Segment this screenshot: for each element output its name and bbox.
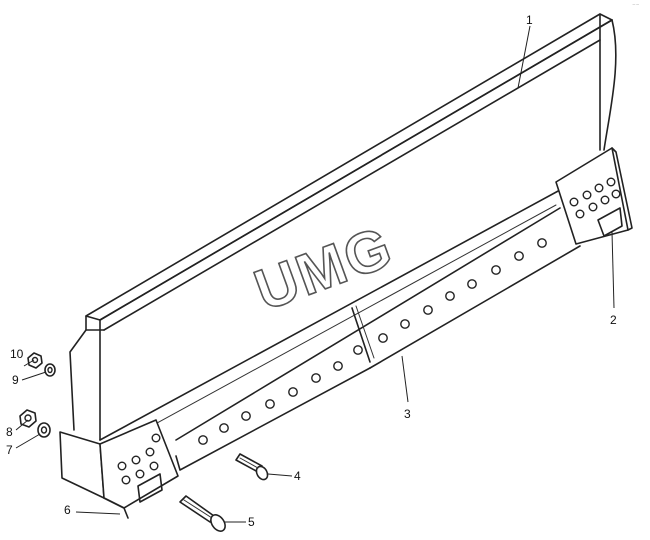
nut-10	[27, 352, 43, 369]
washer-7	[37, 422, 51, 438]
left-end-bit	[59, 419, 179, 519]
callout-9: 9	[12, 373, 19, 387]
callout-7: 7	[6, 443, 13, 457]
callout-1: 1	[526, 13, 533, 27]
cutting-edge-holes	[198, 238, 547, 445]
callout-8: 8	[6, 425, 13, 439]
callout-3: 3	[404, 407, 411, 421]
washer-9	[44, 363, 56, 377]
bolt-short	[235, 453, 269, 481]
watermark: UMG	[246, 213, 403, 324]
moldboard-blade	[69, 13, 617, 453]
corner-mark: ⁻⁻	[632, 3, 640, 10]
bolt-long	[179, 495, 226, 532]
cutting-edge	[175, 207, 581, 471]
watermark-text: UMG	[246, 214, 401, 323]
callout-6: 6	[64, 503, 71, 517]
callout-5: 5	[248, 515, 255, 529]
leader-lines	[15, 25, 615, 523]
callout-4: 4	[294, 469, 301, 483]
right-end-bit	[555, 147, 633, 245]
callout-2: 2	[610, 313, 617, 327]
callout-labels: 1 2 3 4 5 6 7 8 9 10	[6, 13, 617, 529]
callout-10: 10	[10, 347, 24, 361]
